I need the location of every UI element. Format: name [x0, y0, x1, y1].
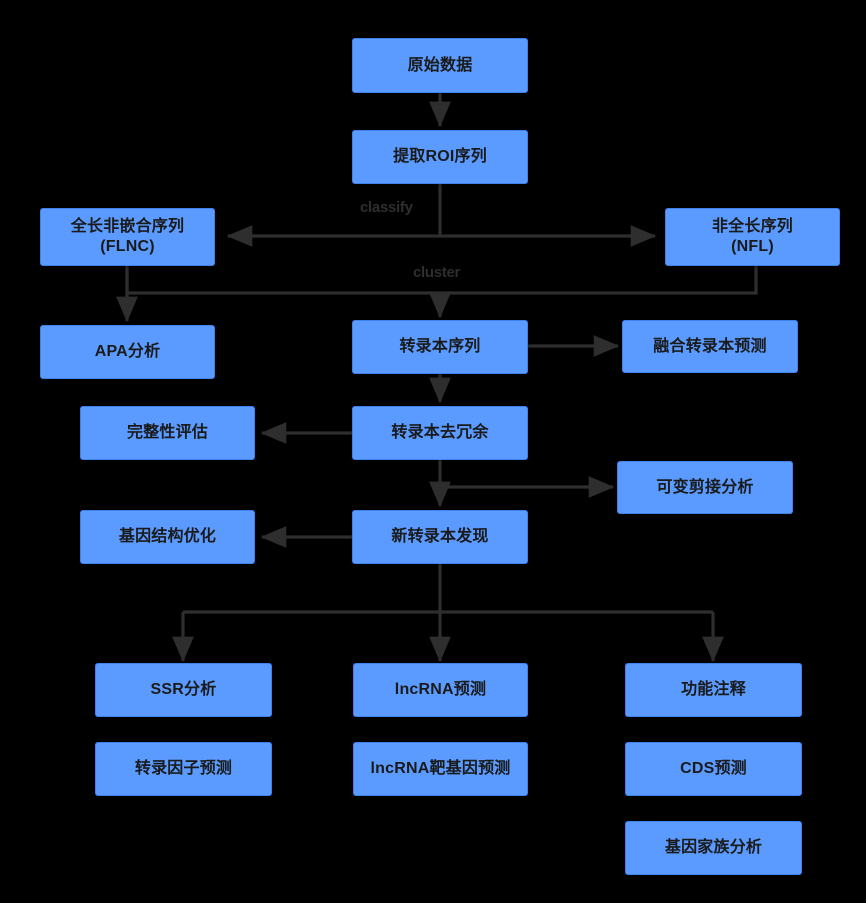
node-fusion-transcript[interactable]: 融合转录本预测	[622, 320, 798, 373]
node-raw-data[interactable]: 原始数据	[352, 38, 528, 93]
node-transcript-sequence[interactable]: 转录本序列	[352, 320, 528, 374]
edge-label-cluster: cluster	[413, 264, 461, 281]
node-lncrna-prediction[interactable]: lncRNA预测	[353, 663, 528, 717]
node-functional-annotation[interactable]: 功能注释	[625, 663, 802, 717]
node-alternative-splicing[interactable]: 可变剪接分析	[617, 461, 793, 514]
node-cds-prediction[interactable]: CDS预测	[625, 742, 802, 796]
edge-label-classify: classify	[360, 199, 413, 216]
node-lncrna-target[interactable]: lncRNA靶基因预测	[353, 742, 528, 796]
node-gene-family[interactable]: 基因家族分析	[625, 821, 802, 875]
node-completeness[interactable]: 完整性评估	[80, 406, 255, 460]
node-novel-transcript[interactable]: 新转录本发现	[352, 510, 528, 564]
node-deduplication[interactable]: 转录本去冗余	[352, 406, 528, 460]
node-tf-prediction[interactable]: 转录因子预测	[95, 742, 272, 796]
node-flnc[interactable]: 全长非嵌合序列 (FLNC)	[40, 208, 215, 266]
node-gene-structure[interactable]: 基因结构优化	[80, 510, 255, 564]
node-extract-roi[interactable]: 提取ROI序列	[352, 130, 528, 184]
node-apa[interactable]: APA分析	[40, 325, 215, 379]
edge-dedup-to-splicing	[438, 460, 615, 498]
node-nfl[interactable]: 非全长序列 (NFL)	[665, 208, 840, 266]
node-ssr[interactable]: SSR分析	[95, 663, 272, 717]
